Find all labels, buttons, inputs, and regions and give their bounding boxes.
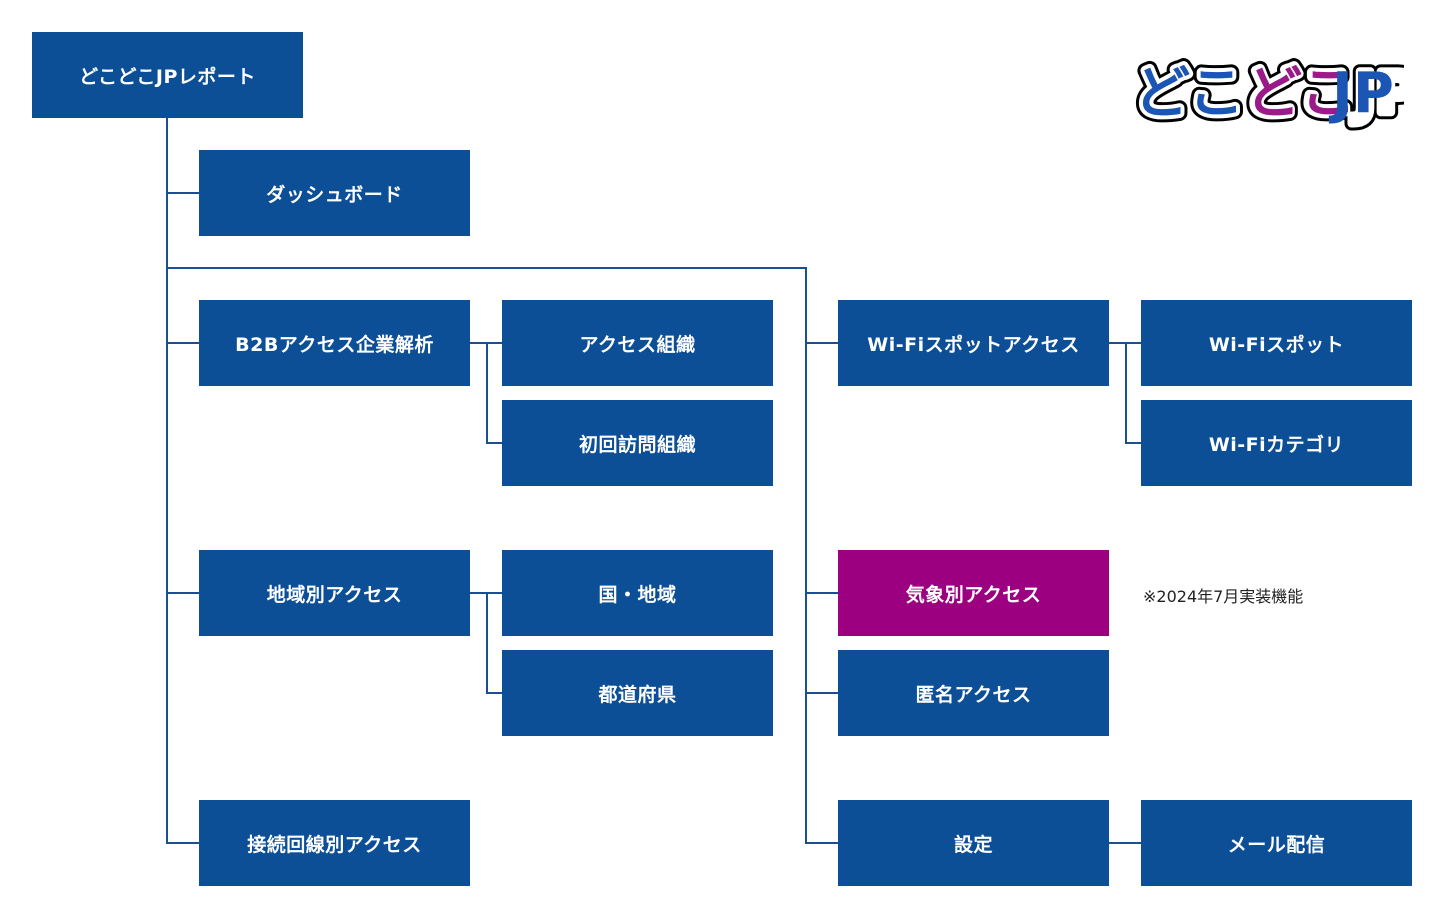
node-root: どこどこJPレポート [32, 32, 303, 118]
node-wifi-access: Wi-Fiスポットアクセス [838, 300, 1109, 386]
node-dashboard: ダッシュボード [199, 150, 470, 236]
node-wifi-spot: Wi-Fiスポット [1141, 300, 1412, 386]
node-country: 国・地域 [502, 550, 773, 636]
connector-region-child2 [486, 692, 502, 694]
connector-line-access [166, 842, 199, 844]
connector-weather [805, 592, 838, 594]
connector-settings-out [1109, 842, 1141, 844]
connector-anonymous [805, 692, 838, 694]
node-prefecture: 都道府県 [502, 650, 773, 736]
connector-wifi [805, 342, 838, 344]
node-weather-access: 気象別アクセス [838, 550, 1109, 636]
node-line-access: 接続回線別アクセス [199, 800, 470, 886]
connector-b2b [166, 342, 199, 344]
node-mail-delivery: メール配信 [1141, 800, 1412, 886]
connector-settings [805, 842, 838, 844]
node-wifi-category: Wi-Fiカテゴリ [1141, 400, 1412, 486]
connector-wifi-branch [1125, 342, 1127, 444]
connector-root-trunk [166, 117, 168, 844]
connector-right-trunk [805, 267, 807, 844]
connector-wifi-child2 [1125, 442, 1141, 444]
dokodoko-jp-logo: どこどこJP どこどこJP どこ どこ JP [1128, 54, 1404, 133]
node-settings: 設定 [838, 800, 1109, 886]
connector-b2b-branch [486, 342, 488, 444]
weather-note: ※2024年7月実装機能 [1143, 587, 1304, 606]
svg-text:どこどこJP: どこどこJP [1134, 61, 1404, 126]
node-b2b: B2Bアクセス企業解析 [199, 300, 470, 386]
logo-part2: どこ [1246, 61, 1356, 126]
connector-region-branch [486, 592, 488, 694]
node-anonymous: 匿名アクセス [838, 650, 1109, 736]
logo-part1: どこ [1134, 61, 1244, 126]
connector-dashboard [166, 192, 199, 194]
node-access-org: アクセス組織 [502, 300, 773, 386]
connector-region [166, 592, 199, 594]
connector-b2b-child2 [486, 442, 502, 444]
logo-part3: JP [1328, 61, 1394, 126]
connector-to-right-column [166, 267, 806, 269]
svg-text:どこどこJP: どこどこJP [1134, 61, 1404, 126]
node-first-visit-org: 初回訪問組織 [502, 400, 773, 486]
node-region: 地域別アクセス [199, 550, 470, 636]
